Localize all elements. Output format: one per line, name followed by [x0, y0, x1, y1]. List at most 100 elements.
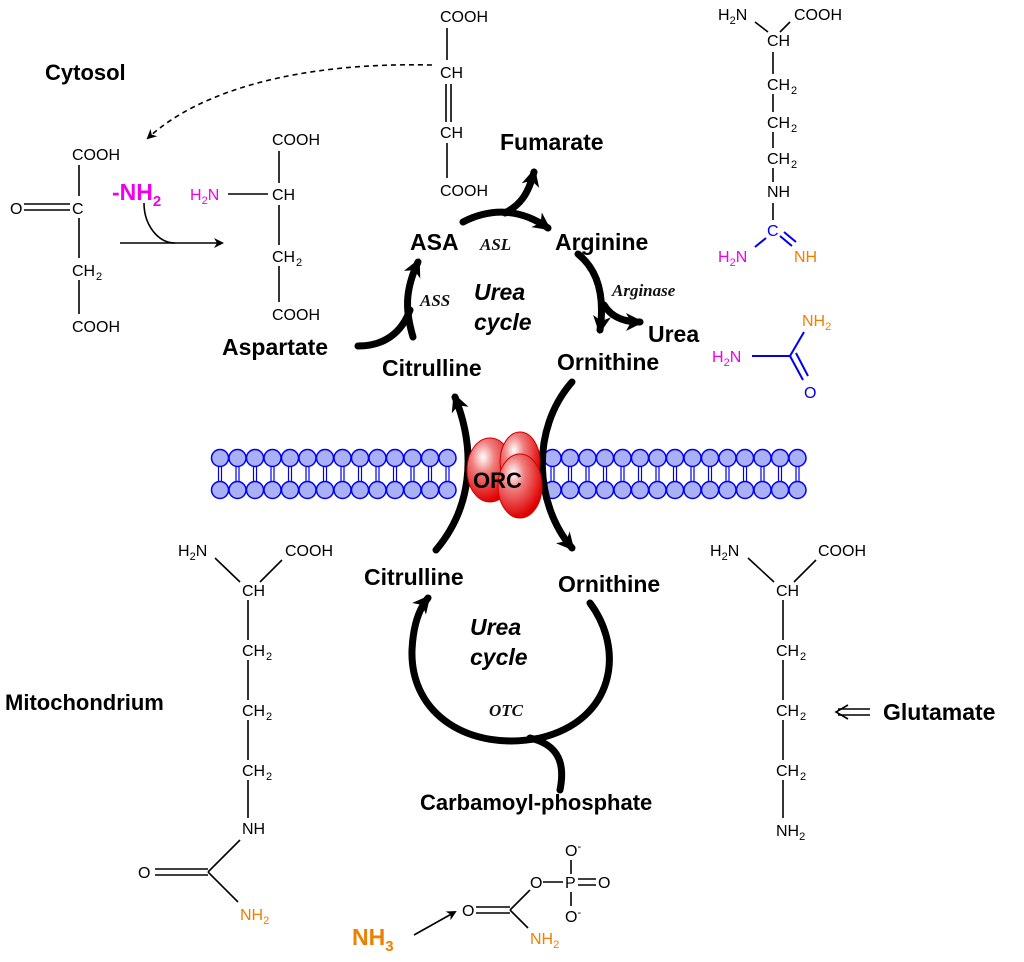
fumarate-recycle-arrow: [146, 63, 433, 140]
svg-text:CH: CH: [242, 763, 265, 780]
arginine-label: Arginine: [555, 229, 648, 255]
enzyme-ass: ASS: [419, 291, 450, 310]
svg-text:CH: CH: [440, 125, 463, 142]
svg-text:COOH: COOH: [272, 132, 320, 149]
lipid-head-bottom: [228, 480, 247, 500]
amino-group-label: -NH2: [112, 179, 161, 210]
arginase-arrow: [574, 250, 611, 334]
svg-text:H2N: H2N: [190, 187, 219, 207]
svg-text:2: 2: [800, 711, 806, 723]
svg-text:2: 2: [266, 711, 272, 723]
svg-text:2: 2: [800, 651, 806, 663]
carbamoyl-phosphate-label: Carbamoyl-phosphate: [420, 790, 652, 815]
lipid-head-bottom: [403, 480, 422, 500]
lipid-head-top: [613, 448, 632, 468]
svg-text:O: O: [598, 875, 610, 892]
lipid-head-bottom: [683, 480, 702, 500]
fumarate-label: Fumarate: [500, 129, 604, 155]
lipid-head-bottom: [280, 480, 300, 500]
lipid-head-bottom: [420, 480, 440, 500]
svg-text:2: 2: [96, 271, 102, 283]
svg-text:2: 2: [800, 771, 806, 783]
svg-text:H2N: H2N: [718, 7, 747, 27]
svg-text:O: O: [462, 903, 474, 920]
citrulline-structure: H2N COOH CH CH 2 CH 2 CH 2 NH O NH2: [138, 543, 333, 927]
svg-text:CH: CH: [72, 263, 95, 280]
svg-text:C: C: [767, 223, 779, 240]
lipid-head-bottom: [665, 480, 685, 500]
lipid-head-top: [718, 448, 737, 468]
lipid-head-top: [385, 448, 405, 468]
svg-text:COOH: COOH: [72, 319, 120, 336]
lipid-head-top: [683, 448, 702, 468]
lipid-head-top: [560, 448, 580, 468]
svg-text:CH: CH: [272, 249, 295, 266]
lipid-head-top: [298, 448, 317, 468]
lipid-head-bottom: [700, 480, 720, 500]
svg-text:O: O: [138, 865, 150, 882]
svg-text:2: 2: [296, 257, 302, 269]
svg-text:NH: NH: [794, 249, 817, 266]
lipid-head-top: [403, 448, 422, 468]
lipid-head-top: [788, 448, 807, 468]
svg-text:CH: CH: [767, 115, 790, 132]
svg-text:NH2: NH2: [530, 931, 559, 951]
svg-text:2: 2: [266, 771, 272, 783]
svg-text:CH: CH: [776, 763, 799, 780]
svg-text:NH: NH: [242, 821, 265, 838]
asa-label: ASA: [410, 229, 459, 255]
lipid-head-bottom: [788, 480, 807, 500]
ornithine-structure: H2N COOH CH CH 2 CH 2 CH 2 NH2: [710, 543, 866, 843]
fumarate-structure: COOH CH CH COOH: [440, 9, 488, 200]
lipid-head-top: [280, 448, 300, 468]
svg-text:NH2: NH2: [240, 907, 269, 927]
carbamoyl-entry-arrow: [526, 734, 566, 794]
lipid-head-top: [333, 448, 352, 468]
lipid-head-top: [438, 448, 457, 468]
lipid-head-bottom: [315, 480, 335, 500]
lipid-head-bottom: [578, 480, 597, 500]
lipid-head-top: [665, 448, 685, 468]
lipid-head-top: [228, 448, 247, 468]
svg-text:COOH: COOH: [794, 7, 842, 24]
lipid-head-bottom: [595, 480, 615, 500]
lipid-head-top: [263, 448, 282, 468]
svg-text:CH: CH: [776, 643, 799, 660]
svg-text:COOH: COOH: [272, 307, 320, 324]
urea-label: Urea: [648, 321, 699, 347]
arginine-structure: H2N COOH CH CH 2 CH 2 CH 2 NH C H2N NH: [718, 7, 842, 269]
lipid-head-top: [368, 448, 387, 468]
svg-text:2: 2: [791, 123, 797, 135]
ass-arrow: [403, 258, 422, 341]
svg-text:COOH: COOH: [285, 543, 333, 560]
lipid-head-bottom: [753, 480, 772, 500]
lipid-head-bottom: [630, 480, 650, 500]
svg-text:CH: CH: [272, 187, 295, 204]
enzyme-otc: OTC: [489, 701, 524, 720]
lipid-head-top: [543, 448, 562, 468]
lipid-head-bottom: [613, 480, 632, 500]
aspartate-structure: COOH H2N CH CH 2 COOH: [190, 132, 320, 324]
svg-text:CH: CH: [440, 65, 463, 82]
aspartate-entry-arrow: [354, 306, 414, 350]
ammonia-label: NH3: [352, 924, 394, 955]
svg-text:COOH: COOH: [818, 543, 866, 560]
ammonia-arrow: [413, 911, 457, 936]
ornithine-mito-label: Ornithine: [558, 571, 660, 597]
svg-text:H2N: H2N: [178, 543, 207, 563]
glutamate-input: Glutamate: [834, 699, 995, 725]
lipid-head-top: [753, 448, 772, 468]
mito-cycle-title-2: cycle: [470, 644, 528, 670]
lipid-head-bottom: [263, 480, 282, 500]
svg-text:O-: O-: [565, 841, 581, 860]
lipid-head-bottom: [438, 480, 457, 500]
oxaloacetate-structure: COOH O C CH 2 COOH: [10, 147, 120, 336]
aspartate-label: Aspartate: [222, 334, 328, 360]
glutamate-arrow-icon: [834, 704, 849, 720]
svg-text:CH: CH: [767, 33, 790, 50]
svg-text:P: P: [565, 875, 576, 892]
mito-cycle-title-1: Urea: [470, 614, 521, 640]
lipid-head-top: [350, 448, 370, 468]
ornithine-import-arrow: [538, 378, 576, 552]
lipid-head-bottom: [735, 480, 755, 500]
